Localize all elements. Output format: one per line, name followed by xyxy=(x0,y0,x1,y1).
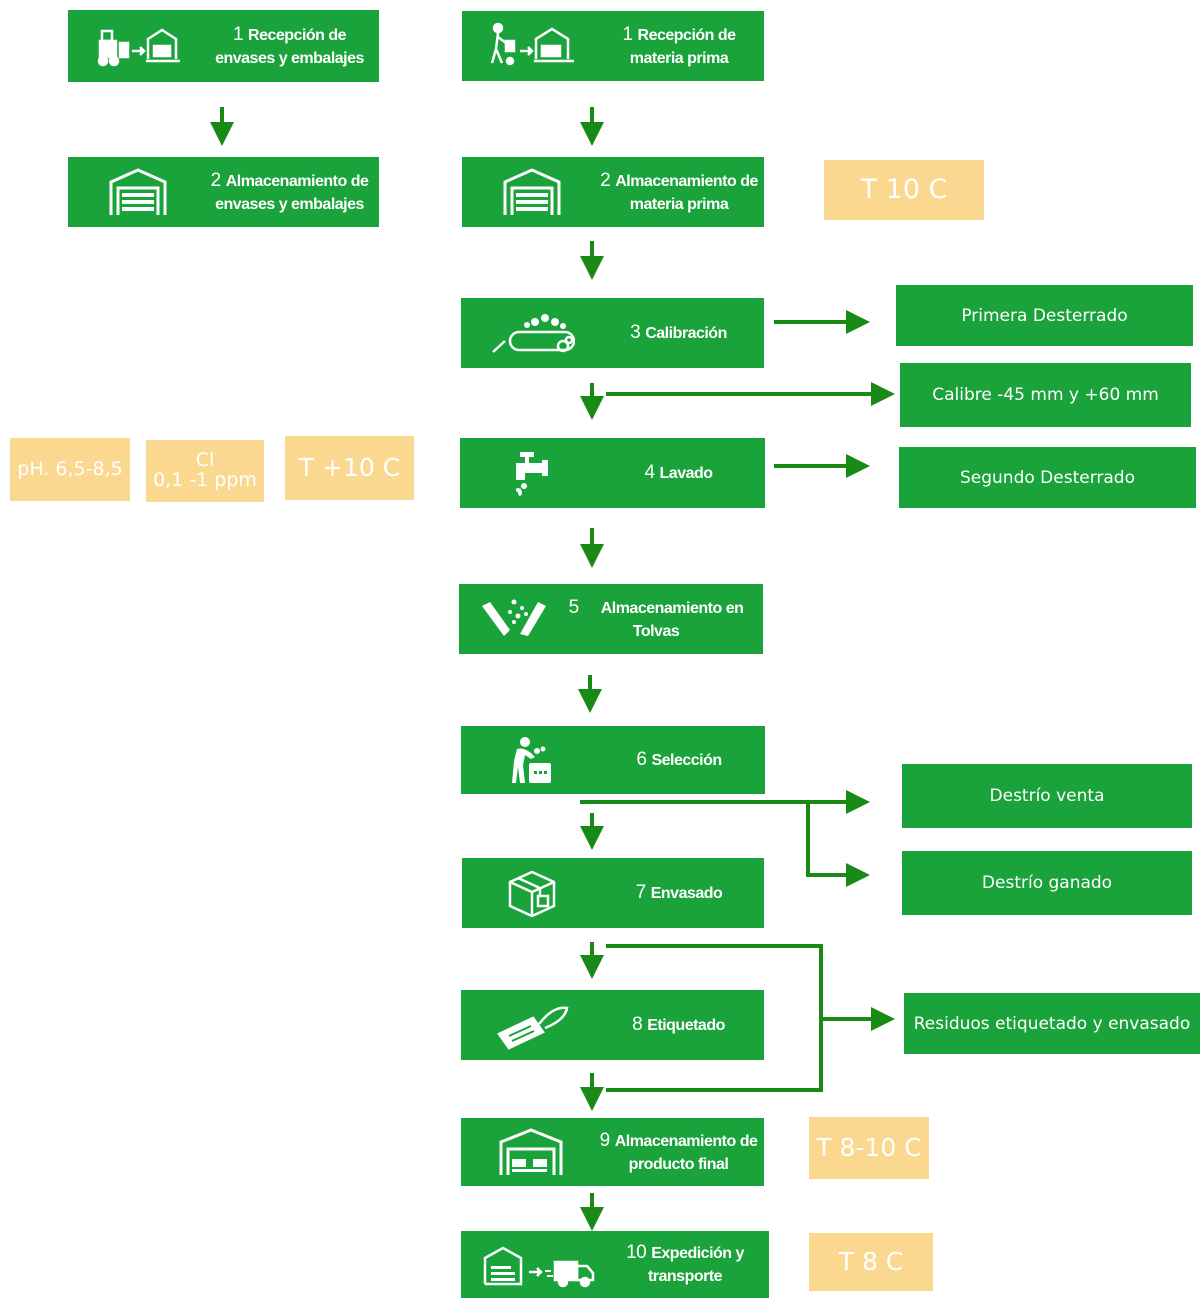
step-text: Almacenamiento de materia prima xyxy=(615,172,758,213)
hopper-icon xyxy=(459,584,569,654)
param-shipping-temp: T 8 C xyxy=(809,1233,933,1291)
step-number: 1 xyxy=(232,23,244,45)
step-text: Recepción de materia prima xyxy=(629,26,736,67)
step-text: Almacenamiento de producto final xyxy=(614,1132,758,1173)
step-number: 9 xyxy=(599,1129,611,1151)
param-wash-cl-line1: Cl xyxy=(195,449,215,472)
step-text: Almacenamiento de envases y embalajes xyxy=(215,172,369,213)
hand-truck-to-warehouse-icon xyxy=(462,11,602,81)
step-text: Recepción de envases y embalajes xyxy=(215,26,364,67)
arrow-to-destrio-ganado xyxy=(806,802,870,887)
warehouse-icon xyxy=(68,157,208,227)
output-destrio-ganado: Destrío ganado xyxy=(902,851,1192,915)
step-number: 10 xyxy=(626,1242,647,1263)
step-text: Selección xyxy=(651,752,722,769)
output-primera-desterrado: Primera Desterrado xyxy=(896,285,1193,346)
step-text: Expedición y transporte xyxy=(647,1245,744,1285)
output-segundo-desterrado: Segundo Desterrado xyxy=(899,447,1196,508)
main-step-5: 5 Almacenamiento en Tolvas xyxy=(459,584,763,654)
output-residuos: Residuos etiquetado y envasado xyxy=(904,993,1200,1054)
step-number: 2 xyxy=(210,169,222,191)
step-number: 4 xyxy=(644,462,655,483)
warehouse-pallets-icon xyxy=(461,1118,601,1186)
step-text: Envasado xyxy=(650,885,723,902)
main-step-5-label: 5 Almacenamiento en Tolvas xyxy=(555,584,757,654)
param-wash-temp: T +10 C xyxy=(285,436,414,500)
step-number: 6 xyxy=(636,749,647,770)
warehouse-to-truck-icon xyxy=(461,1231,613,1298)
forklift-to-warehouse-icon xyxy=(68,10,208,82)
step-text: Calibración xyxy=(645,325,727,342)
param-wash-cl-line2: 0,1 -1 ppm xyxy=(153,469,257,491)
step-number: 2 xyxy=(600,169,611,191)
param-final-storage-temp: T 8-10 C xyxy=(809,1117,929,1179)
step-number: 8 xyxy=(632,1014,643,1035)
step-text: Almacenamiento en Tolvas xyxy=(600,599,744,640)
param-wash-cl: Cl 0,1 -1 ppm xyxy=(146,440,264,502)
param-wash-ph: pH. 6,5-8,5 xyxy=(10,438,130,501)
step-text: Etiquetado xyxy=(647,1017,725,1034)
label-tag-icon xyxy=(461,990,601,1060)
output-destrio-venta: Destrío venta xyxy=(902,764,1192,828)
conveyor-belt-icon xyxy=(461,298,601,368)
warehouse-icon xyxy=(462,157,602,227)
step-text: Lavado xyxy=(659,465,714,482)
step-number: 1 xyxy=(622,23,633,45)
worker-inspecting-icon xyxy=(461,726,601,794)
step-number: 5 xyxy=(568,596,580,618)
step-number: 3 xyxy=(630,322,641,343)
param-storage-temp: T 10 C xyxy=(824,160,984,220)
package-box-icon xyxy=(462,858,602,928)
output-calibre: Calibre -45 mm y +60 mm xyxy=(900,363,1191,427)
water-tap-icon xyxy=(460,438,600,508)
step-number: 7 xyxy=(635,882,647,903)
